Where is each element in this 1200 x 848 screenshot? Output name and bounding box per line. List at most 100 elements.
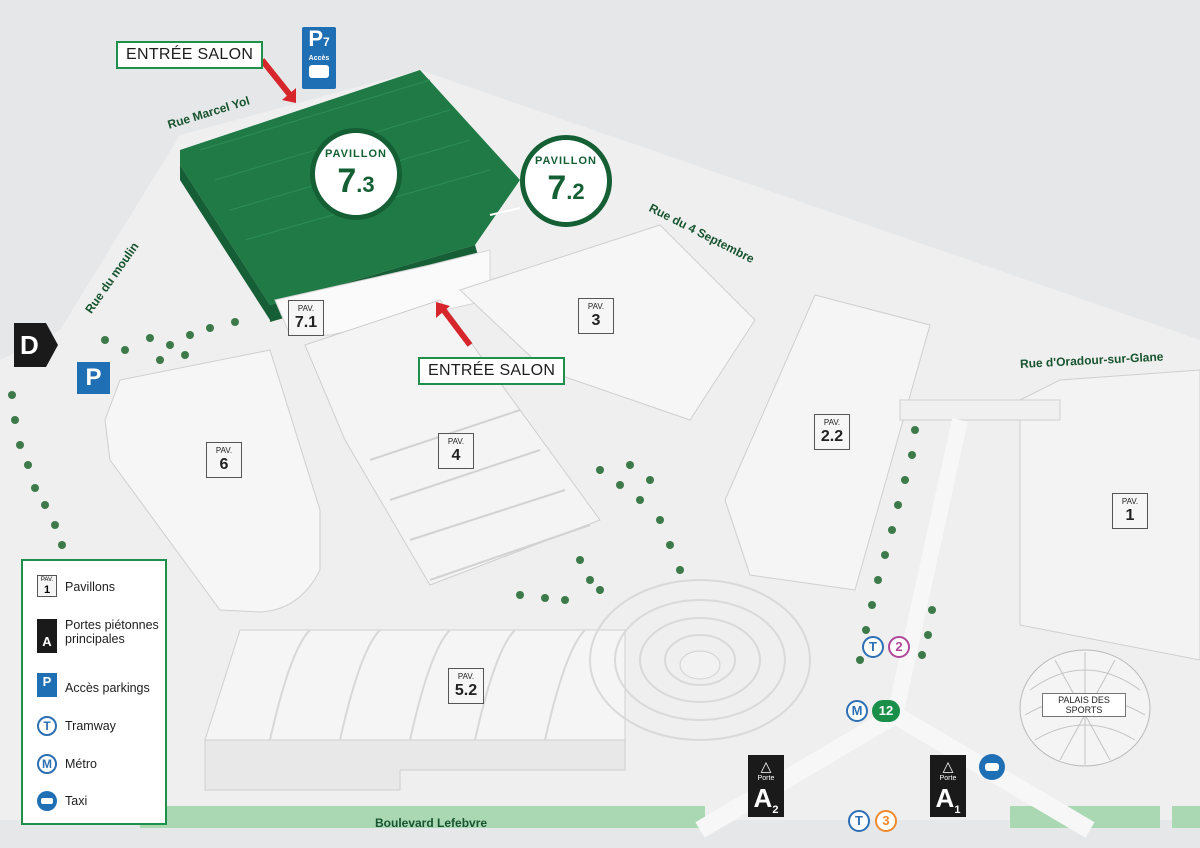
pav-label-2-2: PAV. 2.2 <box>814 414 850 450</box>
road-north <box>887 418 968 717</box>
legend-label-pavillons: Pavillons <box>65 580 116 594</box>
pedestrian-icon: △ <box>942 758 954 774</box>
entrance-label-center: ENTRÉE SALON <box>418 357 566 385</box>
plaza-center <box>679 650 721 680</box>
pavilion-5-2-building <box>204 629 626 741</box>
d-sign-arrow-icon <box>14 323 58 367</box>
tram-icon: T <box>848 810 870 832</box>
door-a1-index: 1 <box>954 804 961 817</box>
pav-number: 6 <box>219 456 229 473</box>
pedestrian-icon: △ <box>760 758 772 774</box>
pav-prefix: PAV. <box>823 418 841 427</box>
pav-label-4: PAV. 4 <box>438 433 474 469</box>
pavilion-7-2-number: 7.2 <box>525 169 607 211</box>
pav-label-1: PAV. 1 <box>1112 493 1148 529</box>
street-boulevard-lefebvre: Boulevard Lefebvre <box>375 816 488 830</box>
taxi-car-shape <box>41 798 53 804</box>
pavilion-7-2-major: 7 <box>547 169 567 207</box>
pav-prefix: PAV. <box>297 304 315 313</box>
arrow-shaft-mid <box>439 306 473 347</box>
parking-p7-letter-row: P7 <box>302 27 336 54</box>
legend-label-portes: Portes piétonnes principales <box>65 618 159 646</box>
arrow-head-mid <box>436 302 450 318</box>
concentric-plaza <box>589 579 811 741</box>
pavilion-7-3-word: PAVILLON <box>325 148 387 160</box>
door-a1-word: Porte <box>939 775 957 782</box>
metro-line-12-badge: 12 <box>872 700 900 722</box>
taxi-car-shape <box>985 763 999 771</box>
d-sign: D <box>14 323 58 367</box>
pavilion-sign-icon: PAV. 1 <box>37 575 57 597</box>
door-a2: △ Porte A2 <box>748 755 784 817</box>
entrance-label-north: ENTRÉE SALON <box>116 41 264 69</box>
pavilion-7-2-connector <box>489 207 521 216</box>
door-a1: △ Porte A1 <box>930 755 966 817</box>
pav-prefix: PAV. <box>457 672 475 681</box>
pav-prefix: PAV. <box>215 446 233 455</box>
pavilion-1-walkway <box>899 399 1061 421</box>
arrow-head-top <box>282 88 296 103</box>
pav-number: 5.2 <box>454 682 478 699</box>
pav-number: 3 <box>591 312 601 329</box>
parking-p7-letter: P <box>308 26 323 51</box>
entrance-arrows <box>259 58 473 347</box>
pavilion-7-3-badge: PAVILLON 7.3 <box>310 128 402 220</box>
pav-label-6: PAV. 6 <box>206 442 242 478</box>
pav-number: 4 <box>451 447 461 464</box>
legend: PAV. 1 Pavillons A Portes piétonnes prin… <box>21 559 167 825</box>
green-strip-edge <box>1172 806 1200 828</box>
tram-line-3-badge: 3 <box>875 810 897 832</box>
legend-label-parkings: Accès parkings <box>65 681 150 695</box>
taxi-icon <box>37 791 57 811</box>
door-a1-letter-row: A1 <box>930 785 966 823</box>
parking-icon: P <box>37 673 57 697</box>
pav-number: 7.1 <box>294 314 318 331</box>
parking-p7-sign: P7 Accès <box>302 27 336 89</box>
parking-sign: P <box>77 362 110 394</box>
pavilion-6-building <box>104 349 321 613</box>
pav-label-3: PAV. 3 <box>578 298 614 334</box>
pav-label-7-1: PAV. 7.1 <box>288 300 324 336</box>
legend-pav-number: 1 <box>43 584 51 596</box>
parking-p7-number: 7 <box>323 35 330 49</box>
parking-p7-caption: Accès <box>308 55 330 62</box>
pavilion-5-2-base <box>204 739 626 791</box>
pavilion-7-2-word: PAVILLON <box>535 155 597 167</box>
car-icon <box>309 65 329 78</box>
pav-prefix: PAV. <box>447 437 465 446</box>
pavilion-7-2-minor: .2 <box>566 179 585 204</box>
pavilion-1-building <box>1019 369 1200 661</box>
pavilion-5-2-vaults <box>269 629 586 741</box>
pavilion-7-3-major: 7 <box>337 162 357 200</box>
trees <box>8 318 936 664</box>
pavilion-7-2-badge: PAVILLON 7.2 <box>520 135 612 227</box>
legend-pav-prefix: PAV. <box>40 577 54 583</box>
pavilion-7-3-minor: .3 <box>356 172 375 197</box>
pavilion-7-3-side <box>180 165 270 320</box>
tram-icon: T <box>37 716 57 736</box>
green-strip-left <box>140 806 705 828</box>
tram-line-2-badge: 2 <box>888 636 910 658</box>
door-a2-index: 2 <box>772 804 779 817</box>
pavilion-7-3-number: 7.3 <box>315 162 397 204</box>
pav-prefix: PAV. <box>1121 497 1139 506</box>
metro-icon: M <box>846 700 868 722</box>
tram-icon: T <box>862 636 884 658</box>
legend-label-tramway: Tramway <box>65 719 116 733</box>
taxi-icon <box>979 754 1005 780</box>
legend-label-taxi: Taxi <box>65 794 88 808</box>
metro-icon: M <box>37 754 57 774</box>
d-sign-letter: D <box>20 330 39 360</box>
pav-number: 2.2 <box>820 428 844 445</box>
pav-prefix: PAV. <box>587 302 605 311</box>
door-a2-word: Porte <box>757 775 775 782</box>
pav-label-5-2: PAV. 5.2 <box>448 668 484 704</box>
door-a1-letter: A <box>935 783 955 813</box>
palais-des-sports-label: PALAIS DES SPORTS <box>1042 693 1126 717</box>
door-a2-letter-row: A2 <box>748 785 784 823</box>
pedestrian-door-icon: A <box>37 619 57 653</box>
door-a2-letter: A <box>753 783 773 813</box>
arrow-shaft-top <box>259 58 293 97</box>
legend-label-metro: Métro <box>65 757 97 771</box>
